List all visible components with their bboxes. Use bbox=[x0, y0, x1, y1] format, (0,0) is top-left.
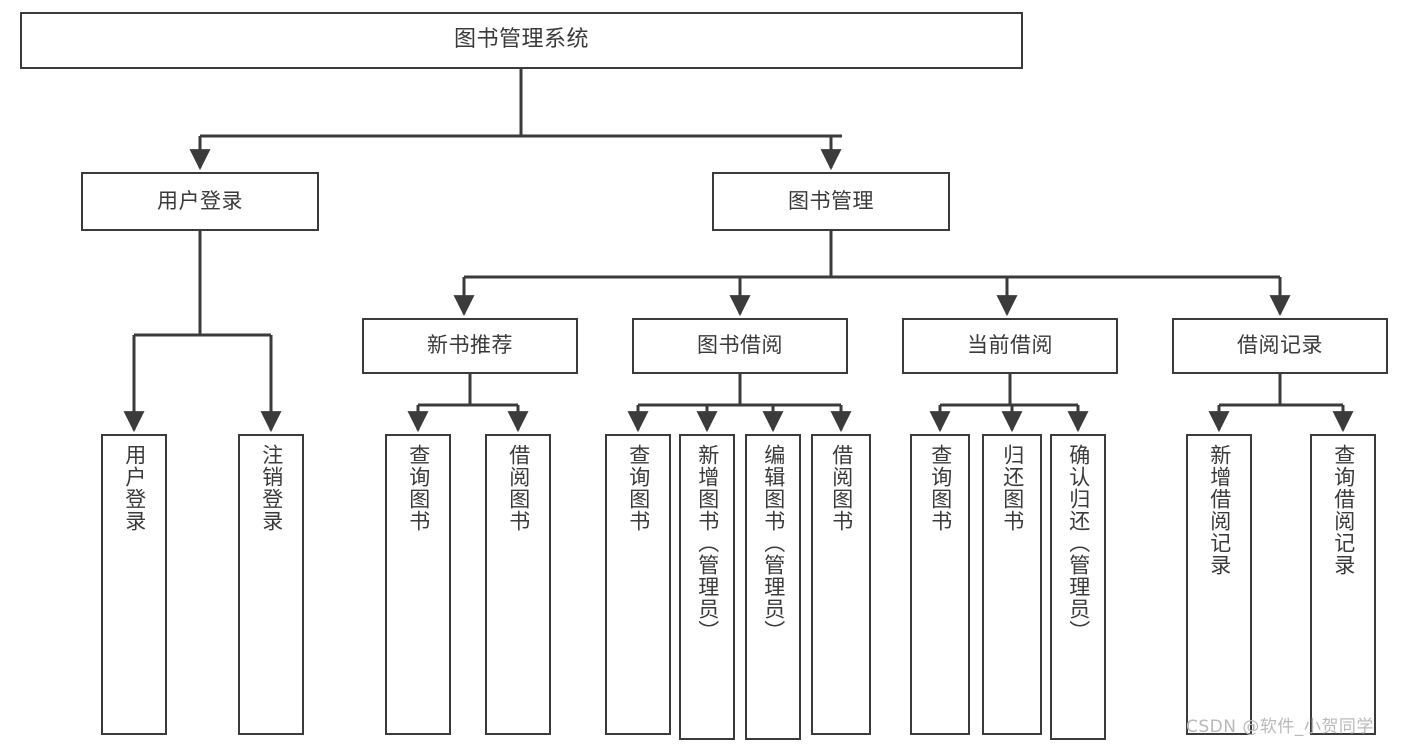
node-new-book-recommend[interactable]: 新书推荐 bbox=[362, 318, 578, 374]
leaf-user-login[interactable]: 用户登录 bbox=[101, 434, 167, 735]
node-root-system[interactable]: 图书管理系统 bbox=[20, 12, 1023, 69]
node-user-login[interactable]: 用户登录 bbox=[81, 172, 319, 231]
leaf-query-book-newbook[interactable]: 查询图书 bbox=[385, 434, 451, 735]
leaf-borrow-book-newbook[interactable]: 借阅图书 bbox=[485, 434, 551, 735]
node-current-borrow[interactable]: 当前借阅 bbox=[902, 318, 1118, 374]
leaf-confirm-return-admin-label: 确认归还（管理员） bbox=[1066, 444, 1091, 642]
leaf-query-book-newbook-label: 查询图书 bbox=[406, 444, 431, 532]
node-user-login-label: 用户登录 bbox=[157, 188, 243, 213]
leaf-query-borrow-record[interactable]: 查询借阅记录 bbox=[1310, 434, 1376, 735]
leaf-add-book-admin-label: 新增图书（管理员） bbox=[695, 444, 720, 642]
leaf-query-book-current[interactable]: 查询图书 bbox=[910, 434, 970, 735]
node-borrow-record-label: 借阅记录 bbox=[1237, 333, 1323, 358]
watermark-text: CSDN @软件_小贺同学 bbox=[1186, 717, 1374, 737]
node-book-borrow-label: 图书借阅 bbox=[697, 333, 783, 358]
node-book-management-label: 图书管理 bbox=[788, 188, 874, 213]
node-current-borrow-label: 当前借阅 bbox=[967, 333, 1053, 358]
leaf-query-borrow-record-label: 查询借阅记录 bbox=[1331, 444, 1356, 576]
leaf-confirm-return-admin[interactable]: 确认归还（管理员） bbox=[1050, 434, 1106, 740]
leaf-logout-label: 注销登录 bbox=[259, 444, 284, 532]
node-root-system-label: 图书管理系统 bbox=[453, 27, 589, 53]
node-book-borrow[interactable]: 图书借阅 bbox=[632, 318, 848, 374]
leaf-borrow-book-borrow[interactable]: 借阅图书 bbox=[811, 434, 871, 735]
node-book-management[interactable]: 图书管理 bbox=[712, 172, 950, 231]
node-borrow-record[interactable]: 借阅记录 bbox=[1172, 318, 1388, 374]
leaf-add-book-admin[interactable]: 新增图书（管理员） bbox=[679, 434, 735, 740]
leaf-borrow-book-borrow-label: 借阅图书 bbox=[829, 444, 854, 532]
leaf-logout[interactable]: 注销登录 bbox=[238, 434, 304, 735]
leaf-user-login-label: 用户登录 bbox=[122, 444, 147, 532]
leaf-add-borrow-record[interactable]: 新增借阅记录 bbox=[1186, 434, 1252, 735]
leaf-borrow-book-newbook-label: 借阅图书 bbox=[506, 444, 531, 532]
leaf-edit-book-admin[interactable]: 编辑图书（管理员） bbox=[745, 434, 801, 740]
leaf-edit-book-admin-label: 编辑图书（管理员） bbox=[761, 444, 786, 642]
leaf-query-book-borrow-label: 查询图书 bbox=[626, 444, 651, 532]
leaf-query-book-borrow[interactable]: 查询图书 bbox=[605, 434, 671, 735]
leaf-add-borrow-record-label: 新增借阅记录 bbox=[1207, 444, 1232, 576]
node-new-book-recommend-label: 新书推荐 bbox=[427, 333, 513, 358]
leaf-query-book-current-label: 查询图书 bbox=[928, 444, 953, 532]
leaf-return-book-label: 归还图书 bbox=[1000, 444, 1025, 532]
leaf-return-book[interactable]: 归还图书 bbox=[982, 434, 1042, 735]
